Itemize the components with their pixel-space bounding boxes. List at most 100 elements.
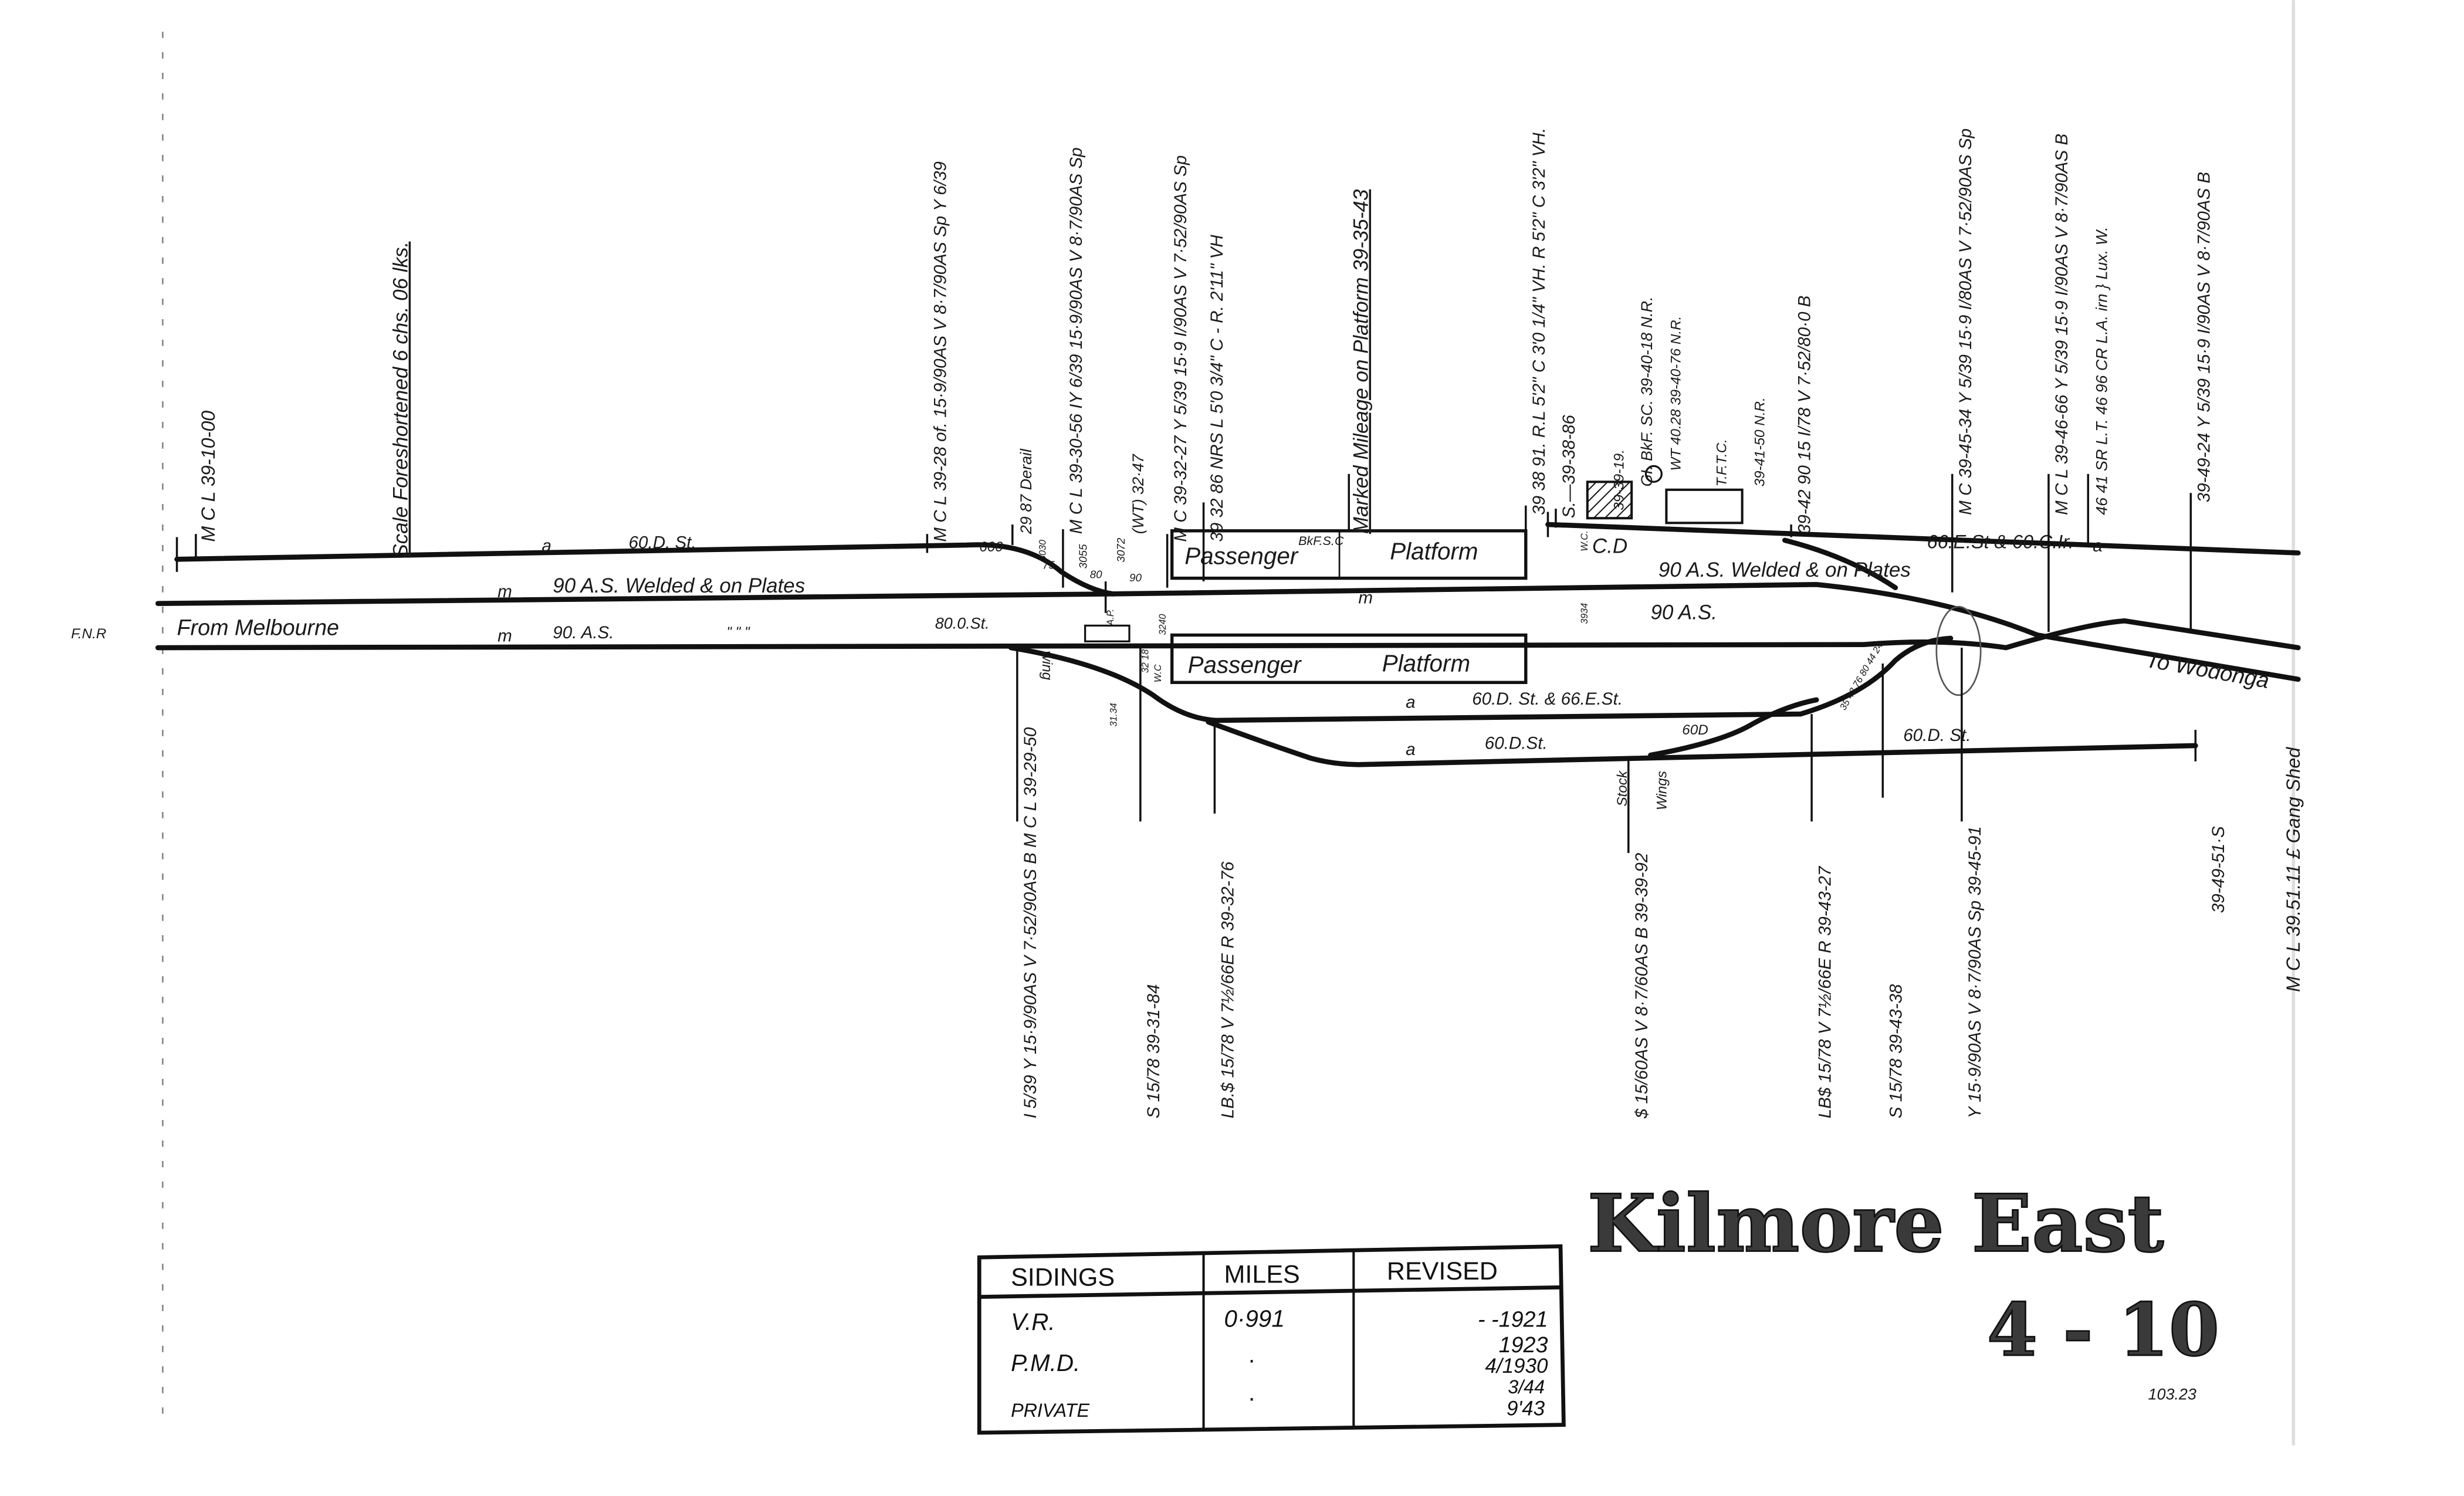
bottom-mileage-annotation: M C L 39.51.11 £ Gang Shed xyxy=(2283,747,2304,992)
top-mileage-annotation: Marked Mileage on Platform 39-35-43 xyxy=(1350,189,1373,534)
top-mileage-annotation: M C 39-32-27 Y 5/39 15·9 I/90AS V 7·52/9… xyxy=(1171,155,1190,542)
label-a: a xyxy=(541,536,551,556)
platform-down: Passenger Platform xyxy=(1170,633,1528,684)
bottom-mileage-annotation: I 5/39 Y 15·9/90AS V 7·52/90AS B M C L 3… xyxy=(1021,727,1040,1118)
label-m: m xyxy=(497,582,512,601)
platform-label-right: Platform xyxy=(1382,649,1470,676)
label-cd: C.D xyxy=(1592,535,1627,558)
water-tank-icon xyxy=(1644,465,1663,483)
signal-box-marker xyxy=(1084,624,1131,642)
label-a: a xyxy=(2093,536,2102,556)
label-wc2: W.C xyxy=(1153,664,1163,682)
goods-shed-hatched xyxy=(1586,480,1633,520)
crossing-marker xyxy=(1935,605,1982,696)
label-80: 80 xyxy=(1090,568,1102,581)
table-revised: - -1921 xyxy=(1478,1307,1548,1332)
label-loop: 60.D. St. & 66.E.St. xyxy=(1472,689,1623,709)
label-top-siding: 60.D. St. xyxy=(629,533,696,552)
table-cell-miles: 0·991 xyxy=(1224,1305,1285,1332)
label-wings: Wings xyxy=(1654,771,1670,810)
top-siding xyxy=(174,542,1116,597)
label-3072: 3072 xyxy=(1115,537,1127,562)
crossover xyxy=(1782,537,1898,591)
top-mileage-annotation: M C L 39-30-56 IY 6/39 15·9/90AS V 8·7/9… xyxy=(1067,147,1086,534)
bottom-annotations: I 5/39 Y 15·9/90AS V 7·52/90AS B M C L 3… xyxy=(1016,648,2304,1119)
bottom-mileage-annotation: 39-49-51·S xyxy=(2209,826,2228,913)
top-mileage-annotation: M C 39-45-34 Y 5/39 15·9 I/80AS V 7·52/9… xyxy=(1956,128,1975,515)
top-mileage-annotation: T.F.T.C. xyxy=(1714,439,1730,486)
label-90: 90 xyxy=(1129,571,1142,584)
label-wing: wing xyxy=(1039,651,1055,680)
top-mileage-annotation: 39-41-50 N.R. xyxy=(1752,397,1768,486)
bottom-mileage-annotation: LB.$ 15/78 V 7½/66E R 39-32-76 xyxy=(1219,861,1238,1118)
table-revised: 4/1930 xyxy=(1485,1355,1548,1377)
label-ditto: " " " xyxy=(726,624,750,640)
label-right-down-main: 90 A.S. xyxy=(1650,601,1717,624)
top-mileage-annotation: 39 32 86 NRS L 5'0 3/4" C - R. 2'11" VH xyxy=(1207,235,1227,542)
diagram-number: 4 - 10 xyxy=(1987,1288,2219,1373)
top-mileage-annotation: 39 38 91. R.L 5'2" C 3'0 1/4" VH. R 5'2"… xyxy=(1529,128,1549,515)
top-mileage-annotation: S.—39-38-86 xyxy=(1559,415,1579,519)
back-siding-branch xyxy=(1648,697,1819,758)
top-annotations: M C L 39-10-00 Scale Foreshortened 6 chs.… xyxy=(195,128,2214,632)
label-3218: 32 18 xyxy=(1140,649,1150,673)
label-60d: 60D xyxy=(1682,722,1708,738)
table-revised: 9'43 xyxy=(1507,1397,1545,1420)
sidings-table: SIDINGS MILES REVISED V.R. 0·991 P.M.D. … xyxy=(977,1244,1566,1435)
table-header: SIDINGS xyxy=(1011,1264,1115,1292)
label-3055: 3055 xyxy=(1077,544,1089,568)
top-mileage-annotation: M C L 39-10-00 xyxy=(198,411,219,542)
table-cell-miles: · xyxy=(1248,1384,1255,1411)
loop-siding xyxy=(1008,635,1954,723)
label-3240: 3240 xyxy=(1157,614,1168,635)
label-up-main: 90 A.S. Welded & on Plates xyxy=(553,574,805,597)
ref-number: 103.23 xyxy=(2148,1386,2196,1403)
label-ap: A.P. xyxy=(1105,609,1116,626)
label-600: 600 xyxy=(979,539,1003,555)
label-right-siding: 66.E.St & 60.C.Ir. xyxy=(1927,531,2074,552)
top-mileage-annotation: 39-49-24 Y 5/39 15·9 I/90AS V 8·7/90AS B xyxy=(2195,172,2214,503)
label-back-siding-right: 60.D. St. xyxy=(1903,726,1971,745)
label-m: m xyxy=(497,626,512,645)
bottom-mileage-annotation: S 15/78 39-31-84 xyxy=(1144,984,1163,1119)
bottom-mileage-annotation: $ 15/60AS V 8·7/60AS B 39-39-92 xyxy=(1632,852,1651,1119)
label-wc: W.C. xyxy=(1579,531,1590,551)
top-mileage-annotation: 46 41 SR L.T. 46 96 CR L.A. irn } Lux. W… xyxy=(2093,226,2111,515)
station-title: Kilmore East xyxy=(1588,1177,2164,1270)
label-3134: 31.34 xyxy=(1108,703,1119,726)
bottom-mileage-annotation: Y 15·9/90AS V 8·7/90AS Sp 39-45-91 xyxy=(1965,826,1985,1118)
label-a: a xyxy=(1406,692,1415,712)
label-a: a xyxy=(1406,740,1415,759)
from-melbourne-label: From Melbourne xyxy=(177,615,339,640)
top-mileage-annotation: 39-39-19. xyxy=(1612,449,1627,510)
label-m: m xyxy=(1358,588,1373,608)
table-cell-miles: · xyxy=(1248,1346,1255,1373)
down-main-line xyxy=(155,618,2301,651)
top-mileage-annotation: GI. BkF. SC. 39-40-18 N.R. xyxy=(1638,296,1656,486)
top-mileage-annotation: Scale Foreshortened 6 chs. 06 lks. xyxy=(390,242,412,558)
top-mileage-annotation: WT 40.28 39-40-76 N.R. xyxy=(1668,316,1684,471)
label-3030: 3030 xyxy=(1037,540,1048,561)
table-cell-siding: P.M.D. xyxy=(1011,1349,1080,1376)
bottom-mileage-annotation: LB$ 15/78 V 7½/66E R 39-43-27 xyxy=(1815,865,1835,1118)
top-mileage-annotation: 29 87 Derail xyxy=(1017,448,1035,534)
top-mileage-annotation: (WT) 32·47 xyxy=(1129,453,1147,534)
label-loop-join: 80.0.St. xyxy=(935,615,990,632)
tfc-building xyxy=(1665,488,1744,524)
platform-label-right: Platform xyxy=(1390,537,1478,564)
label-3934: 3934 xyxy=(1579,603,1590,624)
right-siding xyxy=(1545,522,2301,556)
table-header: MILES xyxy=(1224,1260,1300,1288)
table-revised: 1923 xyxy=(1499,1332,1548,1357)
back-siding xyxy=(1206,719,2198,767)
top-mileage-annotation: 39-42 90 15 I/78 V 7·52/80·0 B xyxy=(1795,296,1814,534)
table-header: REVISED xyxy=(1387,1257,1498,1285)
label-75: 75 xyxy=(1043,559,1055,571)
label-down-main: 90. A.S. xyxy=(553,623,614,642)
label-back-siding: 60.D.St. xyxy=(1485,733,1548,753)
table-cell-siding: V.R. xyxy=(1011,1308,1055,1335)
up-main-line xyxy=(155,582,2301,682)
top-mileage-annotation: M C L 39-46-66 Y 5/39 15·9 I/90AS V 8·7/… xyxy=(2052,134,2072,515)
label-right-up-main: 90 A.S. Welded & on Plates xyxy=(1659,559,1911,581)
